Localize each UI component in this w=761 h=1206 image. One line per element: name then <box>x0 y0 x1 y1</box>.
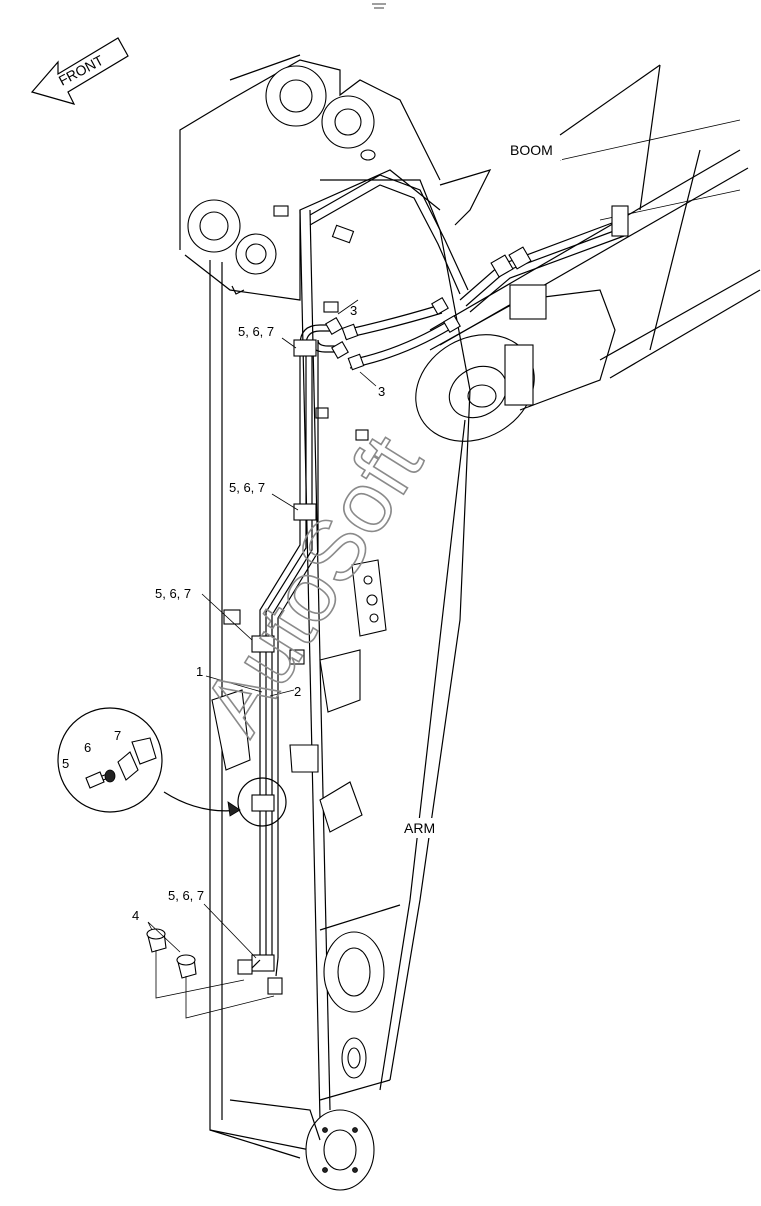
callout-7: 7 <box>114 728 121 743</box>
upper-pipe <box>309 174 469 295</box>
callout-3a: 3 <box>350 303 357 318</box>
plug-parts <box>146 928 275 1019</box>
pipe-assembly <box>237 317 349 995</box>
callout-4: 4 <box>132 908 139 923</box>
arm-label-box: ARM <box>400 818 442 838</box>
top-mark <box>372 3 386 9</box>
clamp-detail-view <box>57 707 287 827</box>
callout-1: 1 <box>196 664 203 679</box>
front-direction-arrow: FRONT <box>30 37 129 105</box>
boom-structure <box>415 64 761 442</box>
callout-5-6-7-top: 5, 6, 7 <box>238 324 274 339</box>
arm-label: ARM <box>404 820 435 836</box>
callout-3b: 3 <box>378 384 385 399</box>
callout-2: 2 <box>294 684 301 699</box>
arm-structure <box>179 54 492 1191</box>
leader-lines <box>147 299 377 959</box>
callout-5: 5 <box>62 756 69 771</box>
front-label: FRONT <box>56 52 106 89</box>
hose-assembly <box>341 205 629 371</box>
boom-label: BOOM <box>510 142 553 158</box>
callout-5-6-7-bottom: 5, 6, 7 <box>168 888 204 903</box>
boom-label-box: BOOM <box>506 140 562 160</box>
callout-6: 6 <box>84 740 91 755</box>
callout-5-6-7-upper: 5, 6, 7 <box>229 480 265 495</box>
watermark: AutoSoft <box>185 419 441 750</box>
callout-5-6-7-middle: 5, 6, 7 <box>155 586 191 601</box>
